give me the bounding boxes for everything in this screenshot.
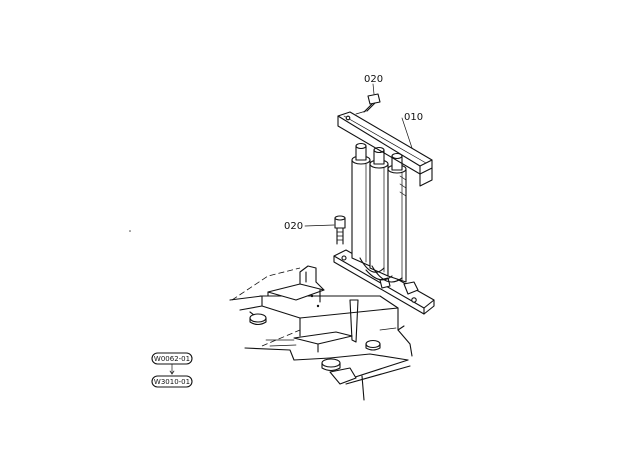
stray-dot [129,230,131,232]
callout-oil-cooler: 010 [404,112,423,123]
bolt-020-top [355,93,381,115]
reference-codes: W0062-01 W3010-01 [151,352,193,388]
reference-upper-code: W0062-01 [154,355,190,363]
oil-cooler-assembly [333,111,435,315]
callout-bolt-top: 020 [364,74,383,85]
base-frame [229,265,413,401]
bolt-020-side [334,215,346,245]
leader-lines [304,83,413,227]
reference-lower-code: W3010-01 [154,378,190,386]
reference-lower-box [151,375,193,388]
callout-bolt-side: 020 [284,221,303,232]
